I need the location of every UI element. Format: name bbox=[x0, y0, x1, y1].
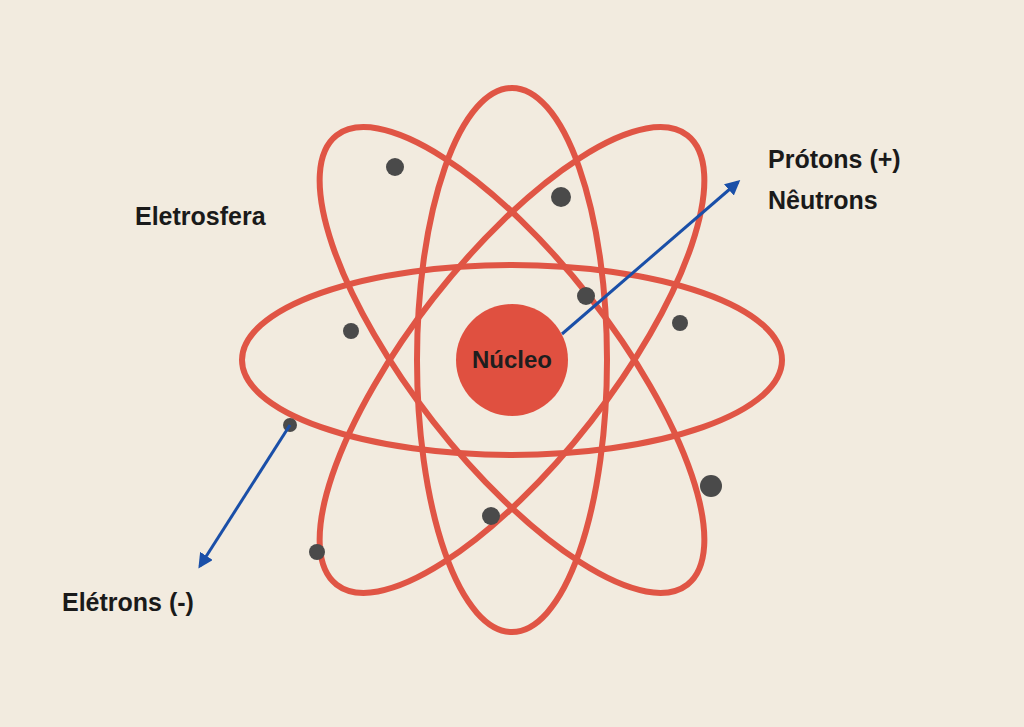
electron bbox=[551, 187, 571, 207]
orbit bbox=[417, 88, 607, 632]
orbit bbox=[242, 265, 782, 455]
electron bbox=[482, 507, 500, 525]
electron bbox=[343, 323, 359, 339]
electron bbox=[309, 544, 325, 560]
electron bbox=[386, 158, 404, 176]
leader-arrow bbox=[562, 182, 738, 334]
particle-label: Nêutrons bbox=[768, 186, 878, 215]
electron bbox=[672, 315, 688, 331]
region-label: Eletrosfera bbox=[135, 202, 266, 231]
nucleus-circle: Núcleo bbox=[456, 304, 568, 416]
orbit bbox=[258, 74, 767, 646]
electron bbox=[577, 287, 595, 305]
orbits bbox=[242, 74, 782, 646]
electrons bbox=[283, 158, 722, 560]
particle-label: Prótons (+) bbox=[768, 145, 901, 174]
nucleus-label: Núcleo bbox=[472, 346, 552, 374]
orbit bbox=[258, 74, 767, 646]
leader-arrow bbox=[200, 425, 290, 566]
electron bbox=[700, 475, 722, 497]
particle-label: Elétrons (-) bbox=[62, 588, 194, 617]
